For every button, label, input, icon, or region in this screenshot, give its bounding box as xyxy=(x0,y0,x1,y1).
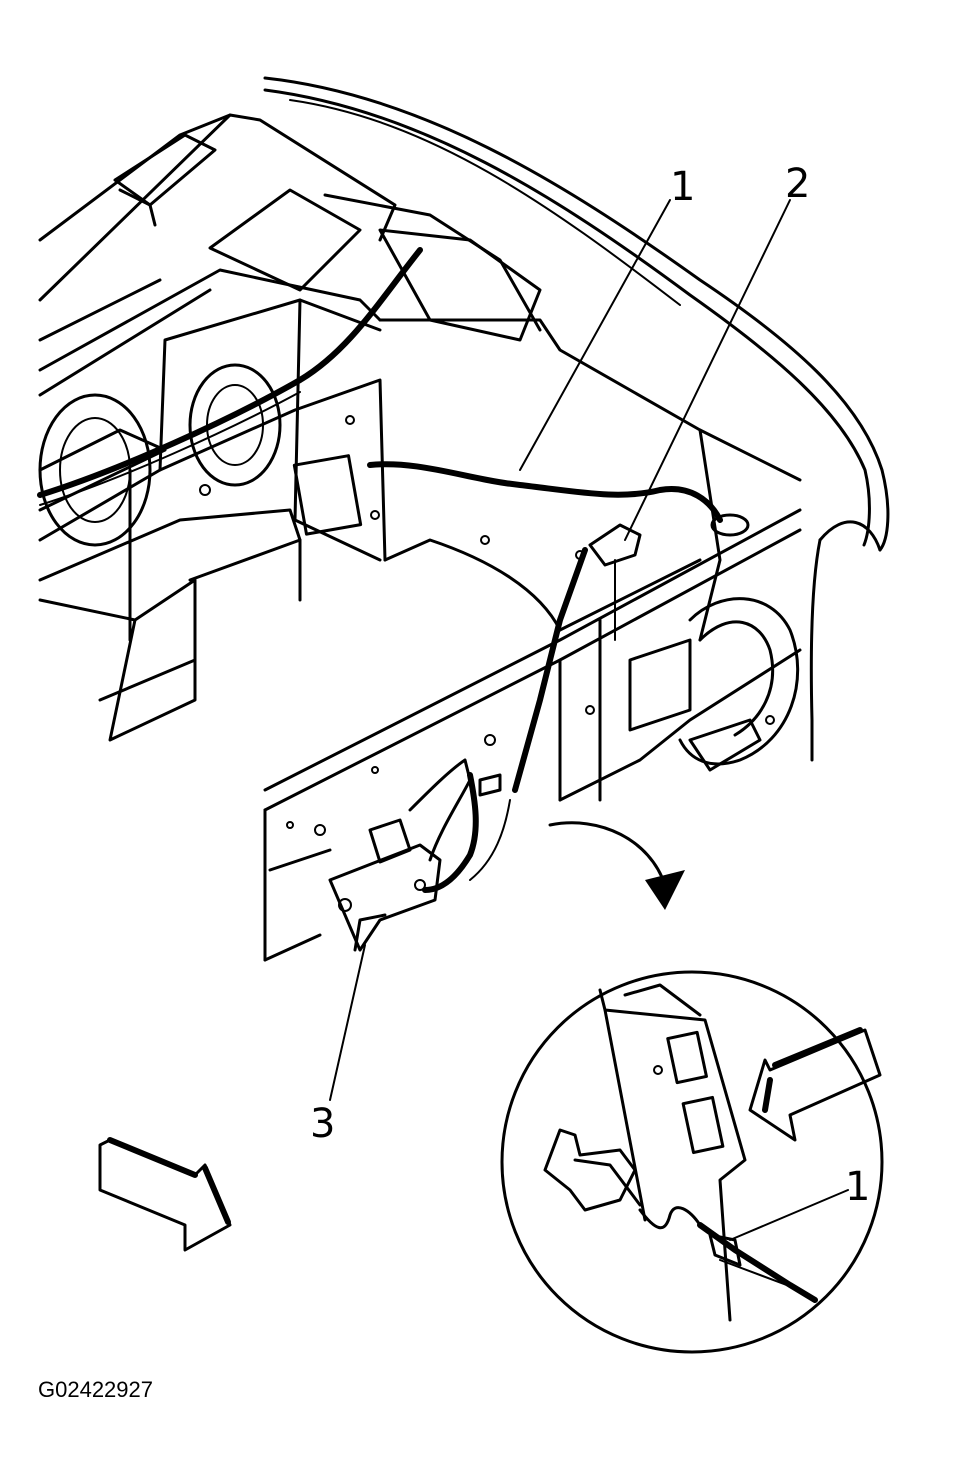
wiring-harness xyxy=(37,247,723,523)
release-cable-bracket xyxy=(512,523,642,793)
leader-line-inset-1 xyxy=(729,1189,849,1241)
leader-line-3 xyxy=(329,944,366,1101)
fender-body xyxy=(263,76,890,762)
leader-line-2 xyxy=(624,199,791,541)
leader-lines xyxy=(329,199,849,1241)
callout-3: 3 xyxy=(310,1101,335,1147)
hood-latch-assembly xyxy=(328,758,511,952)
callout-inset-1: 1 xyxy=(845,1164,870,1210)
callout-1: 1 xyxy=(670,164,695,210)
figure-id: G02422927 xyxy=(38,1377,153,1402)
direction-arrow-left xyxy=(98,1137,232,1252)
compartment-wall xyxy=(378,318,802,642)
cowl-panels xyxy=(38,113,542,397)
detail-arrow xyxy=(548,821,685,910)
wheel-well xyxy=(678,513,800,772)
direction-arrow-right xyxy=(748,1027,882,1142)
detail-inset xyxy=(500,970,884,1354)
frame-rail xyxy=(263,508,802,962)
leader-line-1 xyxy=(519,199,671,471)
inner-fender-structure xyxy=(38,298,387,742)
callout-2: 2 xyxy=(785,161,810,207)
